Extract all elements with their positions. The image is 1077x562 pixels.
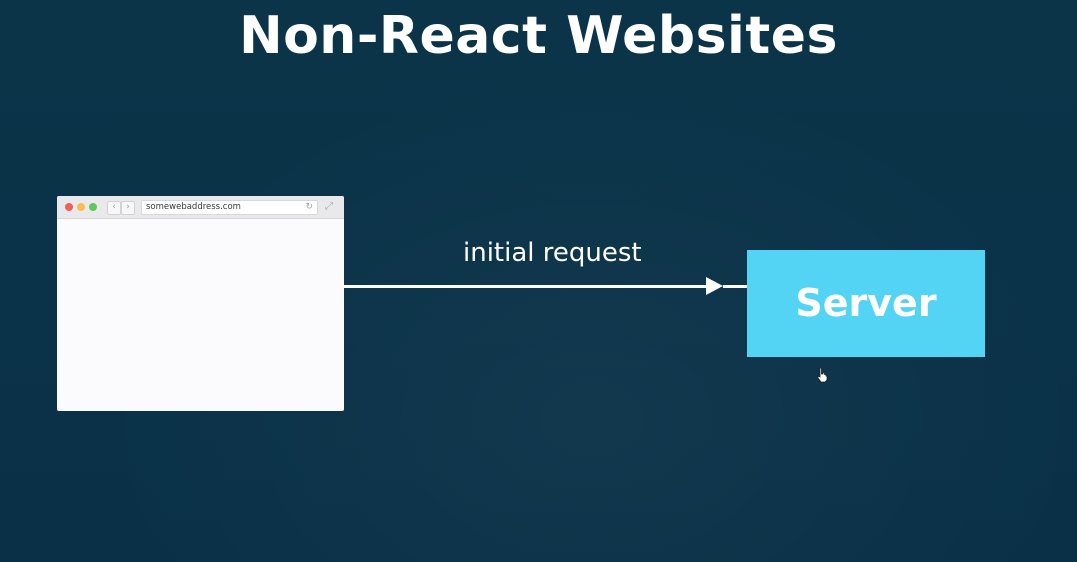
request-arrowhead-icon [706,277,723,295]
request-arrow-tail [723,285,748,288]
pointer-cursor-icon [817,367,828,383]
reload-icon: ↻ [305,202,313,212]
address-text: somewebaddress.com [146,202,241,212]
arrow-label: initial request [463,238,642,268]
maximize-dot-icon [89,203,97,211]
close-dot-icon [65,203,73,211]
browser-window-illustration: ‹ › somewebaddress.com ↻ ⤢ [57,196,344,411]
request-arrow-line [344,285,708,288]
forward-icon: › [121,201,135,215]
address-bar: somewebaddress.com ↻ [141,200,318,215]
back-icon: ‹ [107,201,121,215]
browser-toolbar: ‹ › somewebaddress.com ↻ ⤢ [57,196,344,219]
minimize-dot-icon [77,203,85,211]
expand-icon: ⤢ [325,201,333,212]
server-box: Server [747,250,985,357]
slide-title: Non-React Websites [239,6,838,66]
server-label: Server [795,281,937,325]
